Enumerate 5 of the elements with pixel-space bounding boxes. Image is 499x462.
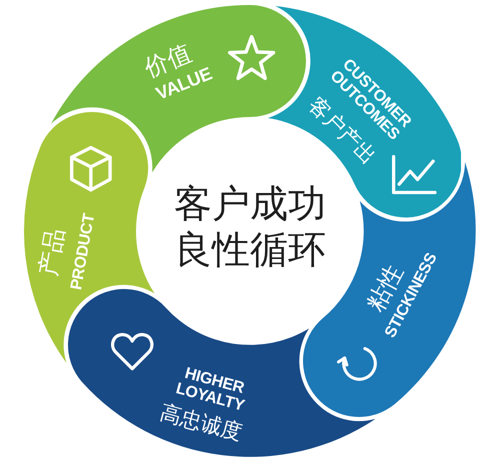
stage-title: 产品 — [34, 226, 70, 278]
ring-segment — [51, 5, 306, 172]
ring-segment — [24, 112, 155, 363]
center-title: 客户成功良性循环 — [173, 180, 327, 274]
stage-subtitle: PRODUCT — [69, 212, 99, 292]
